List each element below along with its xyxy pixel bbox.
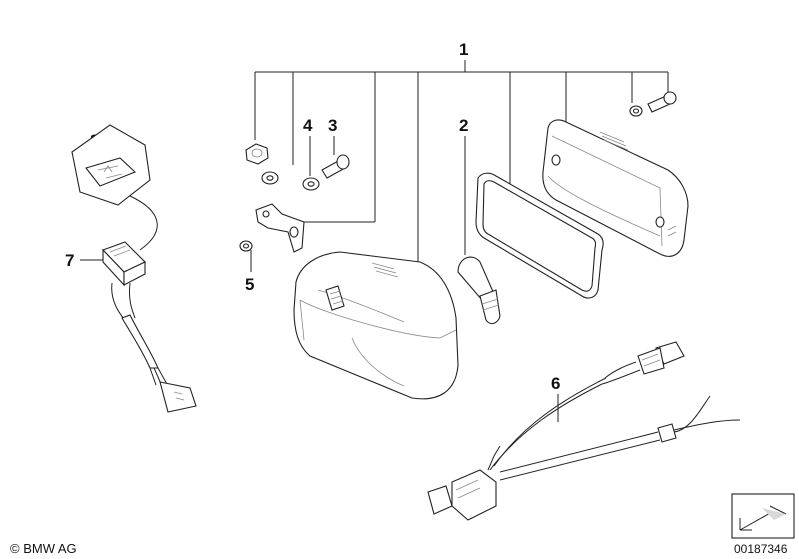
bracket <box>255 203 305 253</box>
lamp-cover <box>542 119 689 257</box>
washer-5 <box>239 240 253 252</box>
washer-left <box>261 171 279 185</box>
switch-cap-detail <box>71 124 158 251</box>
gasket <box>475 172 604 299</box>
washer-middle <box>302 177 320 191</box>
direction-arrow-box <box>731 493 795 539</box>
screw-right <box>647 91 677 113</box>
callout-5: 5 <box>245 275 254 294</box>
callout-2: 2 <box>459 116 468 135</box>
bulb <box>457 256 501 325</box>
drawing-number: 00187346 <box>734 542 788 556</box>
wiring-harness <box>427 341 741 521</box>
callout-7: 7 <box>65 251 74 270</box>
callout-4: 4 <box>303 116 313 135</box>
washer-right <box>629 105 643 117</box>
hex-nut <box>245 143 269 165</box>
screw-3 <box>321 154 350 179</box>
callout-3: 3 <box>328 116 337 135</box>
copyright-label: © BMW AG <box>10 541 77 556</box>
lamp-housing <box>293 251 459 400</box>
callout-1-leader <box>254 60 669 268</box>
callout-1: 1 <box>459 40 468 59</box>
switch-with-cable <box>102 241 197 413</box>
callout-6: 6 <box>551 374 560 393</box>
